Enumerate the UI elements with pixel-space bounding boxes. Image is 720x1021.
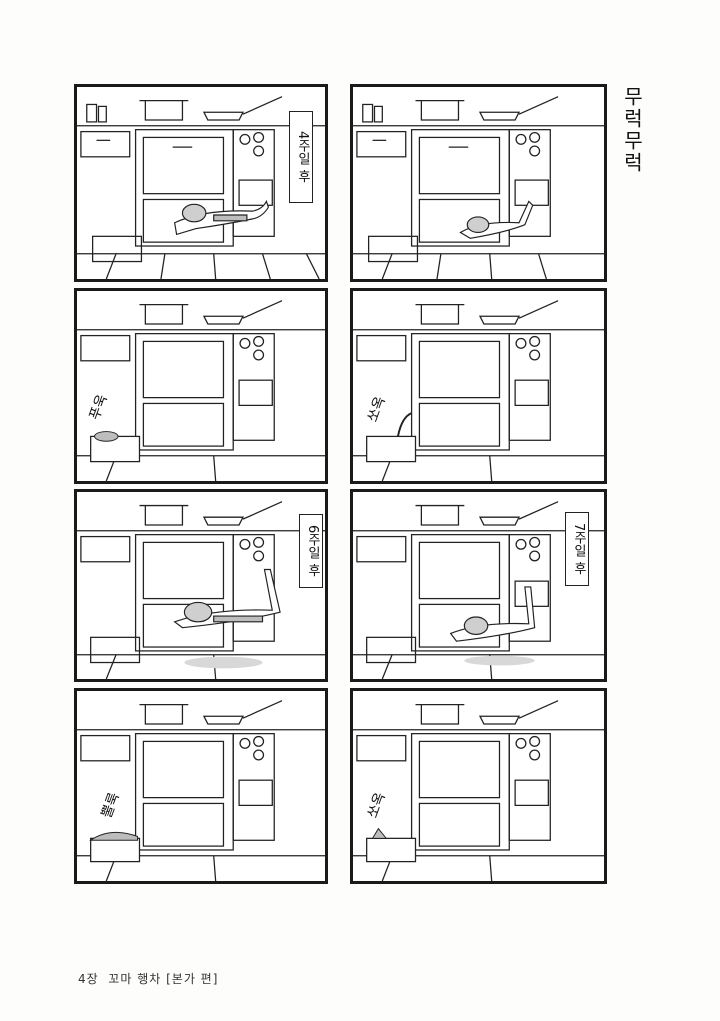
comic-panel-6: 7주일 후 [350,489,607,682]
kitchen-scene-cat-landing-2 [353,501,604,679]
page-title-vertical: 무럭무럭 [620,86,644,174]
kitchen-scene-ears-in-box [353,700,604,881]
cat-ears [371,827,388,839]
cat [173,568,281,629]
cat-in-box [89,831,139,841]
chapter-footer: 4장 꼬마 행차 [본가 편] [78,972,219,986]
caption-box: 6주일 후 [299,514,323,588]
cat [173,199,270,236]
comic-panel-4: 쏘옥 [350,288,607,484]
kitchen-scene-cat-overflowing-box [77,700,325,881]
comic-panel-5: 6주일 후 [74,489,328,682]
caption-box: 7주일 후 [565,512,589,586]
comic-panel-7: 뿔룩 [74,688,328,884]
kitchen-scene-tail-in-box [353,300,604,481]
cat [449,586,536,642]
comic-panel-1: 4주일 후 [74,84,328,282]
kitchen-scene-cat-landing [353,96,604,279]
comic-panel-2 [350,84,607,282]
kitchen-scene-cat-leaping [77,96,325,279]
cat [459,200,534,239]
comic-panel-3: 푸욱 [74,288,328,484]
comic-panel-8: 쏘옥 [350,688,607,884]
caption-box: 4주일 후 [289,111,313,203]
kitchen-scene-bigger-cat-leaping [77,501,325,679]
kitchen-scene-cat-in-box [77,300,325,481]
cat-in-box [94,431,119,442]
